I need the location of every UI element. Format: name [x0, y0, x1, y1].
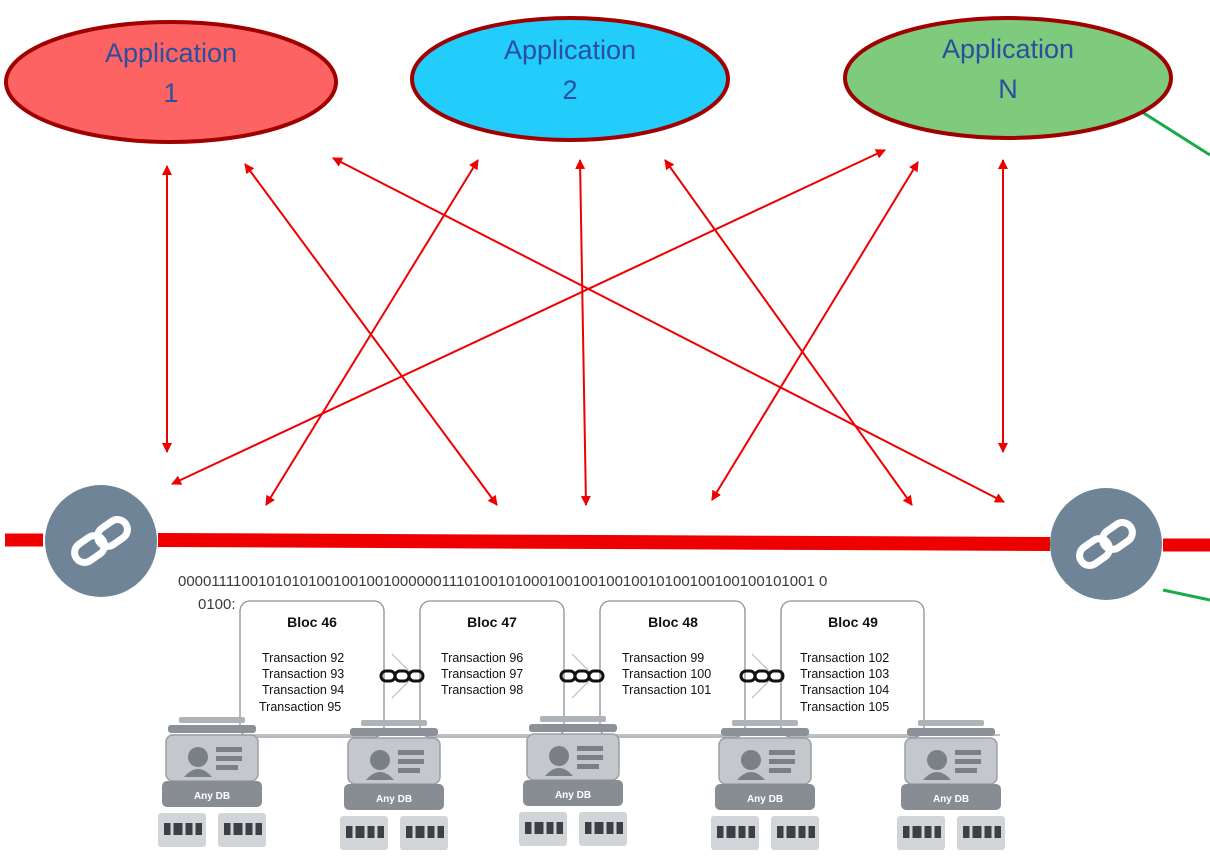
bloc-46-tx-3: Transaction 94	[262, 683, 344, 697]
ledger-segment-main	[157, 533, 1051, 551]
bloc-48-tx-3: Transaction 101	[622, 683, 711, 697]
arrow-app1-to-right-node	[332, 157, 1005, 503]
chain-link-icon	[45, 485, 157, 597]
bloc-47-title: Bloc 47	[467, 614, 517, 630]
arrow-app2-to-ledger-center	[575, 159, 591, 506]
bloc-47-tx-1: Transaction 96	[441, 651, 523, 665]
application-n-number: N	[998, 74, 1018, 104]
bloc-49-panel	[780, 600, 925, 738]
arrow-appn-to-ledger-right	[711, 161, 919, 501]
database-label: Any DB	[194, 791, 230, 802]
block-panels: Bloc 46 Transaction 92 Transaction 93 Tr…	[239, 600, 925, 738]
application-2: Application 2	[410, 16, 730, 142]
chain-icon	[379, 653, 425, 699]
chain-icon	[739, 653, 785, 699]
locked-database-icon: Any DB	[519, 716, 627, 846]
application-2-ellipse	[410, 16, 730, 142]
locked-database-icon: Any DB	[158, 717, 266, 847]
ledger-line	[5, 533, 1210, 552]
chain-link-icon	[1050, 488, 1162, 600]
locked-database-icon: Any DB	[711, 720, 819, 850]
arrow-app2-to-ledger-left	[265, 159, 479, 506]
bloc-47-tx-2: Transaction 97	[441, 667, 523, 681]
bloc-46-tx-4: Transaction 95	[259, 700, 341, 714]
bloc-46-tx-1: Transaction 92	[262, 651, 344, 665]
application-2-number: 2	[562, 75, 577, 105]
connector-line-bottom	[1162, 588, 1210, 602]
bloc-47-tx-3: Transaction 98	[441, 683, 523, 697]
binary-stream-line-1: 0000111100101010100100100100000011101001…	[178, 573, 827, 590]
bloc-49-tx-3: Transaction 104	[800, 683, 889, 697]
binary-stream-line-2: 0100:	[198, 596, 236, 613]
locked-database-icon: Any DB	[897, 720, 1005, 850]
bloc-49-tx-4: Transaction 105	[800, 700, 889, 714]
bloc-47-panel	[419, 600, 565, 738]
bloc-46-tx-2: Transaction 93	[262, 667, 344, 681]
bloc-49-tx-1: Transaction 102	[800, 651, 889, 665]
database-label: Any DB	[555, 790, 591, 801]
locked-database-icon: Any DB	[340, 720, 448, 850]
chain-icon	[559, 653, 605, 699]
database-label: Any DB	[933, 794, 969, 805]
bloc-46-title: Bloc 46	[287, 614, 337, 630]
connector-line-top	[1141, 110, 1210, 157]
arrow-group	[162, 149, 1008, 506]
application-n: Application N	[843, 16, 1173, 140]
bloc-46-panel	[239, 600, 385, 738]
application-1-ellipse	[4, 20, 338, 144]
application-1-label: Application	[105, 38, 237, 68]
database-icons: Any DB Any DB	[158, 716, 1005, 850]
application-1-number: 1	[163, 78, 178, 108]
application-2-label: Application	[504, 35, 636, 65]
database-label: Any DB	[747, 794, 783, 805]
arrow-app2-to-ledger-right	[664, 159, 913, 506]
bloc-48-tx-1: Transaction 99	[622, 651, 704, 665]
bloc-48-title: Bloc 48	[648, 614, 698, 630]
block-chain-connectors	[379, 653, 785, 699]
application-1: Application 1	[4, 20, 338, 144]
bloc-48-panel	[599, 600, 746, 738]
bloc-48-tx-2: Transaction 100	[622, 667, 711, 681]
bloc-49-title: Bloc 49	[828, 614, 878, 630]
bloc-49-tx-2: Transaction 103	[800, 667, 889, 681]
application-n-label: Application	[942, 34, 1074, 64]
application-n-ellipse	[843, 16, 1173, 140]
database-label: Any DB	[376, 794, 412, 805]
